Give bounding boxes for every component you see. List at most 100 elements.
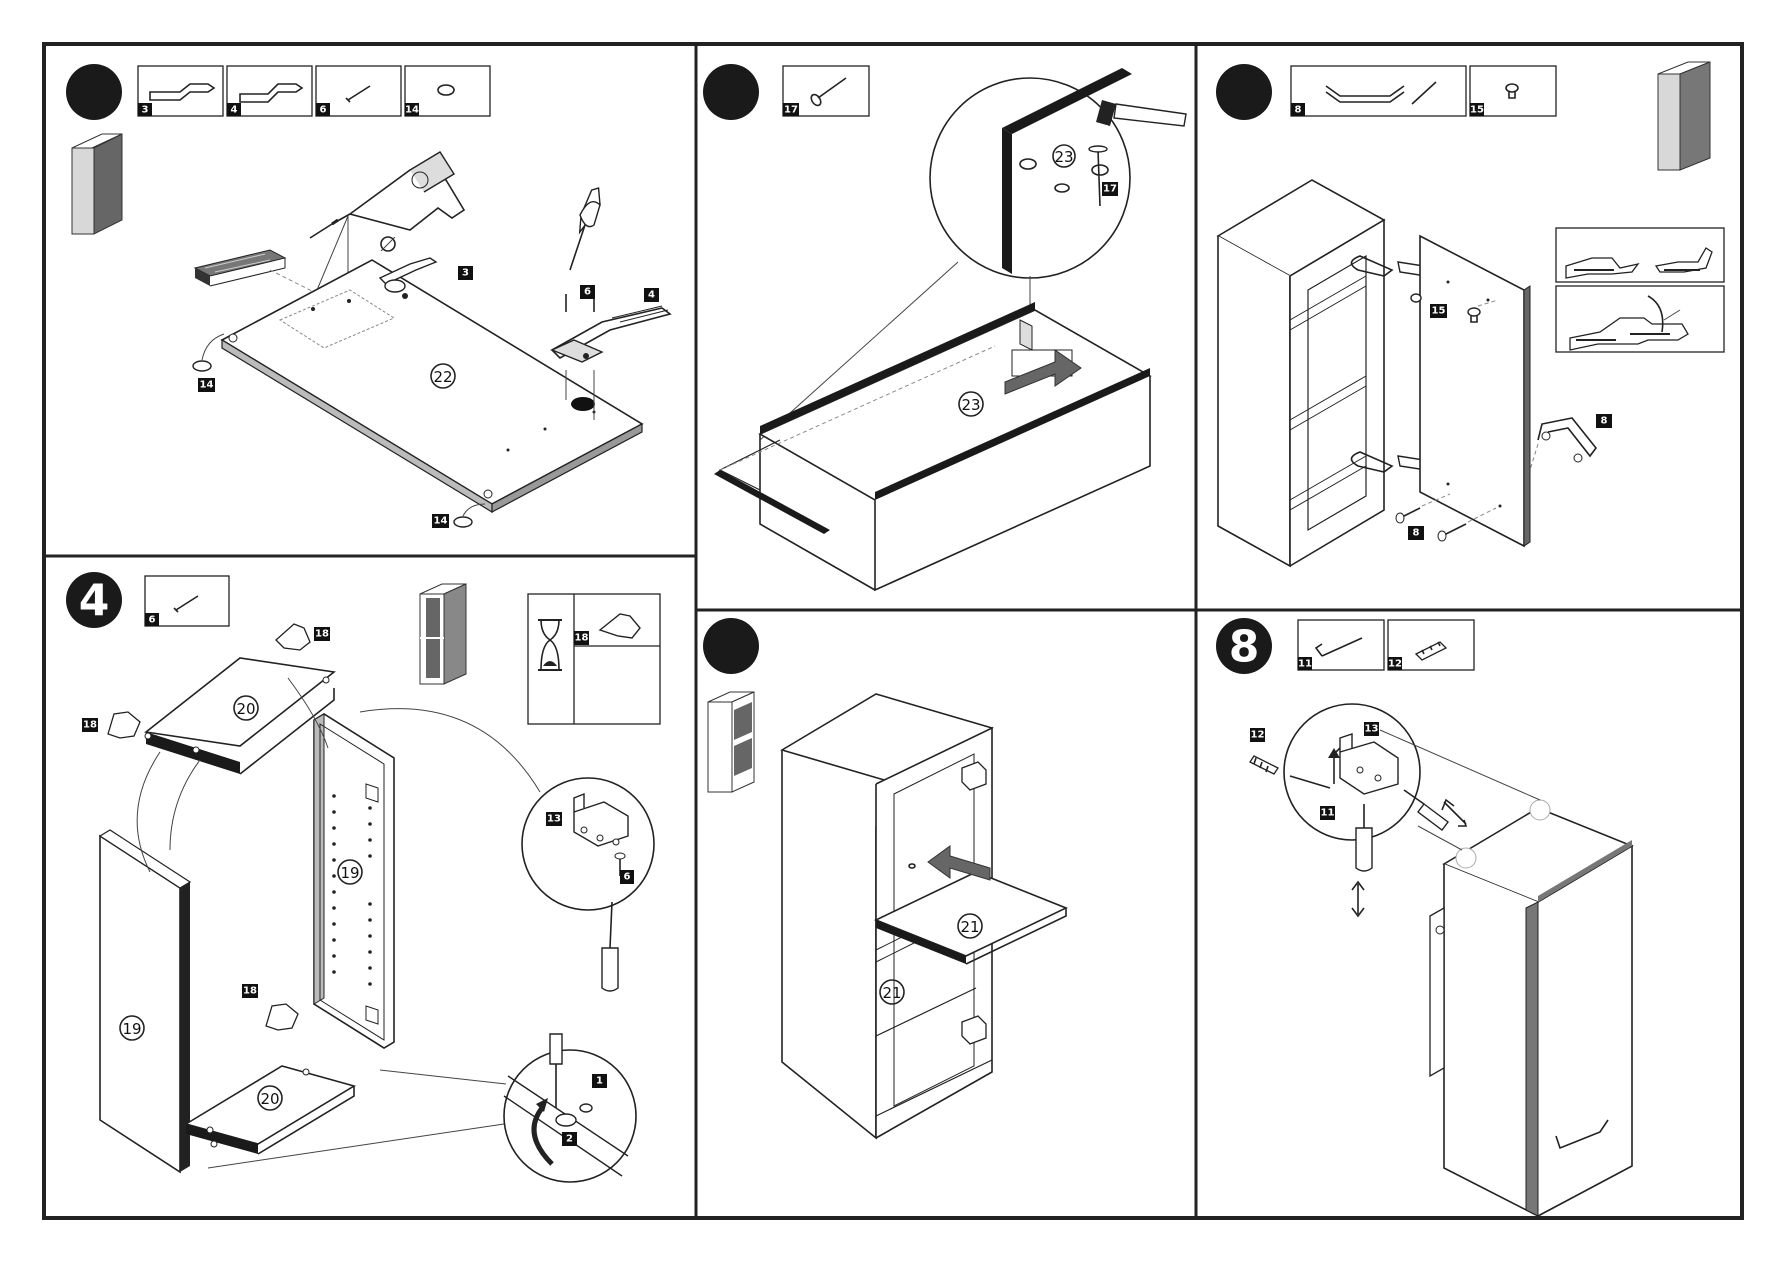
step-1-panel: 3 4 6 14 — [66, 64, 672, 528]
step-1-parts: 3 4 6 14 — [137, 65, 491, 117]
part-tag: 14 — [405, 105, 419, 116]
part-box-hook-11: 11 — [1297, 619, 1385, 671]
part-tag: 14 — [200, 380, 214, 391]
screwdriver-icon — [601, 901, 619, 992]
board-20-top: 20 — [144, 657, 336, 775]
knob-15: 15 — [1410, 293, 1499, 323]
hinge-upper — [961, 761, 987, 791]
zoom-detail-wall-hanger: 13 11 — [1283, 703, 1421, 841]
part-tag: 6 — [624, 872, 631, 883]
part-tag: 17 — [1103, 184, 1117, 195]
part-tag: 17 — [784, 105, 798, 116]
push-arrow — [1004, 349, 1082, 395]
hinge-lower — [961, 1015, 987, 1045]
step-3-badge — [1216, 64, 1272, 120]
step-1-badge — [66, 64, 122, 120]
part-number: 23 — [961, 396, 980, 414]
part-tag: 13 — [1365, 724, 1379, 735]
screwdriver-diagonal — [1403, 789, 1468, 831]
glue-bottle-b: 18 — [82, 711, 141, 739]
board-20-bottom: 20 — [183, 1065, 357, 1155]
part-tag: 6 — [584, 287, 591, 298]
part-number: 20 — [236, 700, 255, 718]
part-tag: 6 — [320, 105, 327, 116]
part-box-hinge-4: 4 — [226, 65, 313, 117]
wall-plug-12: 12 — [1249, 728, 1279, 775]
part-tag: 15 — [1432, 306, 1446, 317]
step-6-badge — [1216, 618, 1272, 674]
part-tag: 15 — [1470, 105, 1484, 116]
drill-icon — [309, 151, 466, 239]
part-box-knob-15: 15 — [1469, 65, 1557, 117]
hinge-detail-box-bottom — [1555, 285, 1725, 353]
hinge-3 — [378, 257, 438, 299]
step-2-badge — [703, 64, 759, 120]
handle-8: 8 — [1529, 414, 1612, 471]
wood-sample-icon — [193, 249, 287, 287]
zoom-detail-cam: 1 2 — [503, 1033, 637, 1183]
sheet-frame — [42, 42, 1744, 1220]
hourglass-icon — [538, 619, 562, 671]
step-5-panel: 21 21 — [703, 618, 1068, 1140]
cabinet-thumbnail — [1657, 61, 1711, 171]
part-number: 23 — [1054, 148, 1073, 166]
part-box-plug-12: 12 — [1387, 619, 1475, 671]
step-3-panel: 8 15 — [1216, 61, 1725, 568]
part-tag: 12 — [1251, 730, 1265, 741]
part-box-pad-14: 14 — [404, 65, 491, 117]
part-number: 21 — [960, 918, 979, 936]
part-tag: 18 — [83, 720, 97, 731]
step-4-number: 4 — [79, 576, 110, 627]
part-tag: 11 — [1298, 659, 1312, 670]
hinge-detail-box-top — [1555, 227, 1725, 283]
shelf-unit-thumbnail — [419, 583, 467, 685]
part-box-hinge-3: 3 — [137, 65, 224, 117]
board-22: 22 — [220, 259, 644, 514]
part-tag: 1 — [596, 1076, 603, 1087]
part-tag: 14 — [434, 516, 448, 527]
zoom-detail-nail: 23 17 — [929, 68, 1187, 279]
part-tag: 6 — [149, 615, 156, 626]
pad-14-right: 14 — [432, 503, 486, 528]
part-box-screw-6: 6 — [144, 575, 230, 627]
step-6-panel: 8 11 12 12 — [1216, 618, 1634, 1218]
cabinet-open-frame — [1216, 179, 1386, 568]
cabinet-thumbnail — [71, 133, 123, 235]
part-number: 19 — [122, 1020, 141, 1038]
part-tag: 18 — [243, 986, 257, 997]
part-tag: 18 — [575, 633, 589, 644]
part-tag: 4 — [231, 105, 238, 116]
panel-19-right: 19 — [313, 713, 395, 1049]
push-arrow — [927, 845, 991, 881]
cabinet-body-back-panel — [714, 302, 1152, 592]
part-box-screw-6: 6 — [315, 65, 402, 117]
step-5-badge — [703, 618, 759, 674]
part-tag: 13 — [547, 814, 561, 825]
glue-wait-box: 18 — [527, 593, 661, 725]
screwdriver-vertical — [1351, 804, 1373, 918]
part-tag: 8 — [1295, 105, 1302, 116]
step-4-badge — [66, 572, 122, 628]
part-tag: 8 — [1413, 528, 1420, 539]
part-tag: 3 — [142, 105, 149, 116]
step-2-panel: 17 23 17 — [703, 64, 1187, 592]
zoom-detail-hanger: 13 6 — [521, 777, 655, 911]
glue-bottle-a: 18 — [275, 623, 330, 651]
screwdriver-icon — [569, 187, 601, 271]
panel-19-left: 19 — [98, 829, 192, 1174]
part-number: 22 — [433, 368, 452, 386]
shelf-21-sliding: 21 — [874, 871, 1068, 965]
part-box-nail-17: 17 — [782, 65, 870, 117]
pad-14-left: 14 — [192, 333, 225, 392]
part-tag: 18 — [315, 629, 329, 640]
part-box-handle-8: 8 — [1290, 65, 1467, 117]
screws-8: 8 — [1395, 493, 1497, 542]
part-number: 19 — [340, 864, 359, 882]
part-tag: 8 — [1601, 416, 1608, 427]
part-tag: 4 — [648, 290, 655, 301]
glue-bottle-c: 18 — [242, 984, 299, 1031]
part-number: 21 — [882, 984, 901, 1002]
step-4-panel: 4 6 18 — [66, 572, 661, 1183]
cabinet-closed — [1429, 807, 1634, 1218]
